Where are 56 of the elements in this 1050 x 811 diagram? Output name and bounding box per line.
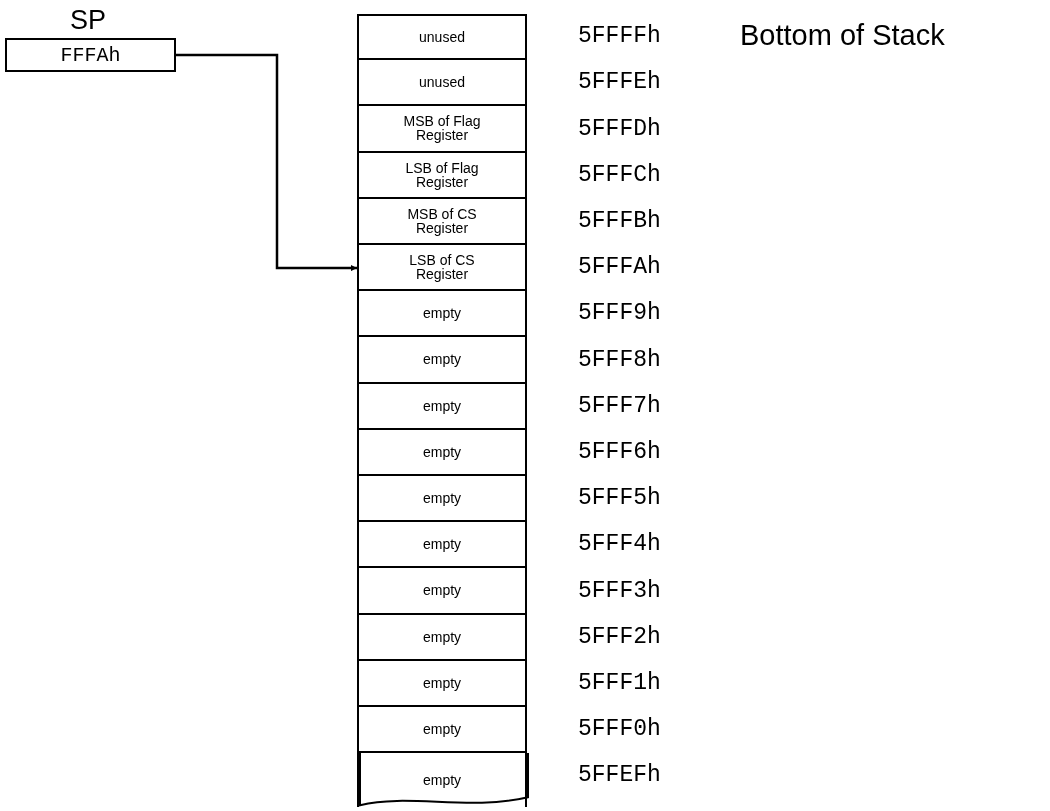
address-label: 5FFF4h	[578, 531, 661, 558]
address-label: 5FFFEh	[578, 69, 661, 96]
register-box	[5, 38, 176, 72]
stack-cell	[357, 568, 527, 615]
stack-cell	[357, 291, 527, 338]
cell-text: empty	[421, 773, 463, 788]
stack-cell	[357, 245, 527, 292]
cell-text: empty	[421, 444, 463, 459]
address-label: 5FFF5h	[578, 485, 661, 512]
cell-text: empty	[421, 491, 463, 506]
address-label: 5FFFCh	[578, 161, 661, 188]
cell-text: unused	[418, 75, 466, 90]
address-label: 5FFF0h	[578, 716, 661, 743]
cell-text: MSB of CS Register	[406, 206, 478, 235]
stack-cell	[357, 614, 527, 661]
cell-text: empty	[421, 675, 463, 690]
cell-text: unused	[418, 30, 466, 45]
address-label: 5FFEFh	[578, 762, 661, 789]
register-label: SP	[70, 5, 107, 36]
stack-cell	[357, 337, 527, 384]
stack-cell	[357, 753, 527, 808]
stack-cell	[357, 198, 527, 245]
stack-cell	[357, 14, 527, 61]
stack-note: Bottom of Stack	[740, 19, 945, 53]
stack-cell	[357, 429, 527, 476]
stack-cell	[357, 707, 527, 754]
address-label: 5FFFDh	[578, 115, 661, 142]
cell-text: empty	[421, 398, 463, 413]
cell-text: LSB of Flag Register	[404, 160, 480, 189]
arrow	[176, 53, 357, 272]
address-label: 5FFF3h	[578, 577, 661, 604]
cell-text: MSB of Flag Register	[402, 114, 482, 143]
stack-cell	[357, 522, 527, 569]
address-label: 5FFF1h	[578, 669, 661, 696]
stack-cell	[357, 152, 527, 199]
cell-text: empty	[421, 537, 463, 552]
address-label: 5FFFAh	[578, 254, 661, 281]
cell-text: empty	[421, 352, 463, 367]
stack-cell	[357, 476, 527, 523]
cell-text: empty	[421, 306, 463, 321]
stack-cell	[357, 60, 527, 107]
address-label: 5FFF7h	[578, 392, 661, 419]
address-label: 5FFF6h	[578, 438, 661, 465]
stack-cell	[357, 106, 527, 153]
cell-text: empty	[421, 629, 463, 644]
address-label: 5FFF9h	[578, 300, 661, 327]
stack-cell	[357, 383, 527, 430]
address-label: 5FFFBh	[578, 207, 661, 234]
address-label: 5FFF8h	[578, 346, 661, 373]
cell-text: LSB of CS Register	[408, 253, 476, 282]
stack-cell	[357, 660, 527, 707]
register-value: FFFAh	[60, 43, 121, 67]
cell-text: empty	[421, 722, 463, 737]
address-label: 5FFF2h	[578, 623, 661, 650]
address-label: 5FFFFh	[578, 23, 661, 50]
cell-text: empty	[421, 583, 463, 598]
